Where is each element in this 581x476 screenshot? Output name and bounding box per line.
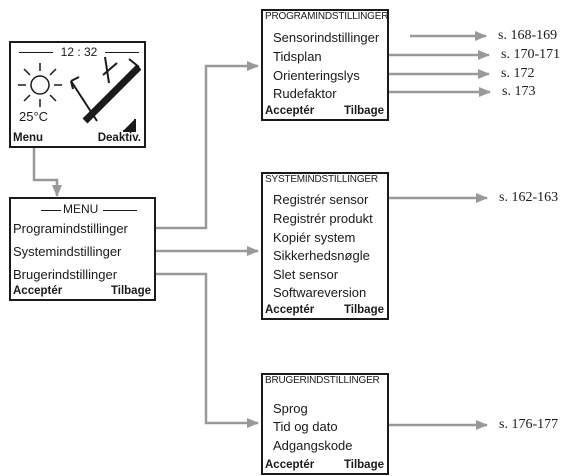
system-item-registrer-sensor[interactable]: Registrér sensor: [273, 192, 369, 207]
menu-title-divider-right: [103, 210, 137, 211]
clock-time: 12 : 32: [60, 45, 98, 59]
menu-accept-softkey[interactable]: Acceptér: [13, 285, 63, 297]
menu-title: MENU: [63, 202, 99, 216]
page-ref-tidsplan: s. 170-171: [501, 47, 561, 62]
user-back-softkey[interactable]: Tilbage: [343, 459, 384, 471]
clock-divider-right: [105, 52, 139, 53]
page-ref-rudefaktor: s. 173: [502, 84, 536, 99]
page-ref-orienteringslys: s. 172: [501, 66, 535, 81]
system-settings-title: SYSTEMINDSTILLINGER: [265, 174, 378, 185]
window-awning-icon: [70, 56, 141, 132]
program-item-tidsplan[interactable]: Tidsplan: [273, 49, 322, 64]
program-settings-title: PROGRAMINDSTILLINGER: [265, 11, 389, 22]
system-settings-panel: SYSTEMINDSTILLINGER Registrér sensor Reg…: [261, 172, 389, 320]
menu-panel: MENU Programindstillinger Systemindstill…: [9, 197, 156, 301]
page-ref-registrer-sensor: s. 162-163: [499, 190, 559, 205]
arrow-display-to-menu: [32, 147, 62, 197]
user-settings-panel: BRUGERINDSTILLINGER Sprog Tid og dato Ad…: [261, 373, 389, 475]
system-accept-softkey[interactable]: Acceptér: [265, 304, 315, 316]
program-item-sensorindstillinger[interactable]: Sensorindstillinger: [273, 30, 380, 45]
menu-softkey[interactable]: Menu: [13, 132, 44, 144]
user-settings-title: BRUGERINDSTILLINGER: [265, 375, 380, 386]
user-accept-softkey[interactable]: Acceptér: [265, 459, 315, 471]
sun-icon: [18, 63, 62, 107]
program-back-softkey[interactable]: Tilbage: [343, 105, 384, 117]
program-item-orienteringslys[interactable]: Orienteringslys: [273, 68, 360, 83]
system-back-softkey[interactable]: Tilbage: [343, 304, 384, 316]
system-item-registrer-produkt[interactable]: Registrér produkt: [273, 211, 373, 226]
arrow-menu-to-program: [150, 61, 259, 230]
menu-back-softkey[interactable]: Tilbage: [110, 285, 151, 297]
program-accept-softkey[interactable]: Acceptér: [265, 105, 315, 117]
arrow-menu-to-user: [142, 272, 259, 428]
temperature-readout: 25°C: [19, 109, 49, 124]
menu-item-systemindstillinger[interactable]: Systemindstillinger: [13, 244, 122, 259]
system-item-slet-sensor[interactable]: Slet sensor: [273, 267, 339, 282]
program-settings-panel: PROGRAMINDSTILLINGER Sensorindstillinger…: [261, 9, 389, 121]
user-item-sprog[interactable]: Sprog: [273, 401, 308, 416]
clock-divider-left: [19, 52, 53, 53]
deactivate-softkey[interactable]: Deaktiv.: [97, 132, 141, 144]
system-item-softwareversion[interactable]: Softwareversion: [273, 285, 367, 300]
program-item-rudefaktor[interactable]: Rudefaktor: [273, 86, 337, 101]
menu-title-divider-left: [41, 210, 61, 211]
user-item-tid-og-dato[interactable]: Tid og dato: [273, 419, 338, 434]
page-ref-sensorindstillinger: s. 168-169: [498, 28, 558, 43]
system-item-kopier-system[interactable]: Kopiér system: [273, 230, 356, 245]
main-display-panel: 12 : 32 25°C Menu Deaktiv.: [9, 41, 146, 148]
page-ref-tid-og-dato: s. 176-177: [499, 417, 559, 432]
menu-item-programindstillinger[interactable]: Programindstillinger: [13, 221, 128, 236]
system-item-sikkerhedsnogle[interactable]: Sikkerhedsnøgle: [273, 248, 370, 263]
menu-item-brugerindstillinger[interactable]: Brugerindstillinger: [13, 267, 118, 282]
user-item-adgangskode[interactable]: Adgangskode: [273, 438, 353, 453]
